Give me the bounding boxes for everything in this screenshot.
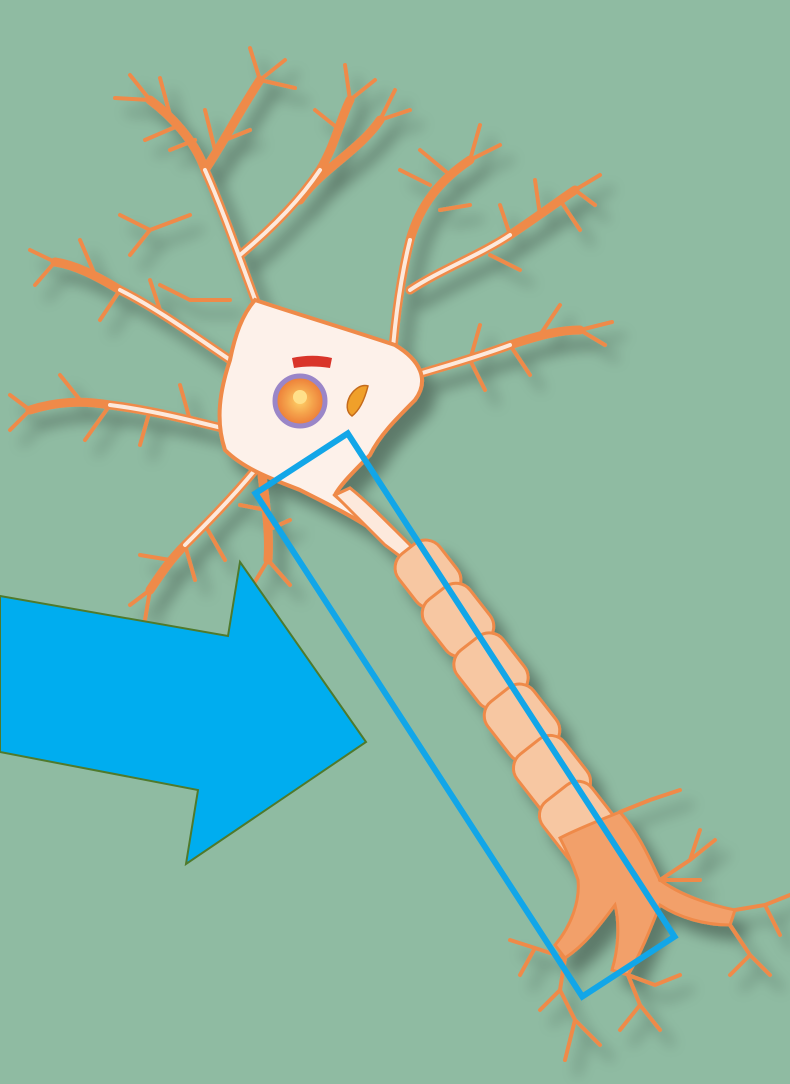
neuron [10, 48, 790, 1060]
nucleolus [293, 390, 307, 404]
myelin-sheath [388, 533, 628, 872]
axon [335, 488, 790, 1060]
organelle-red [292, 356, 332, 368]
pointer-arrow [0, 562, 366, 864]
